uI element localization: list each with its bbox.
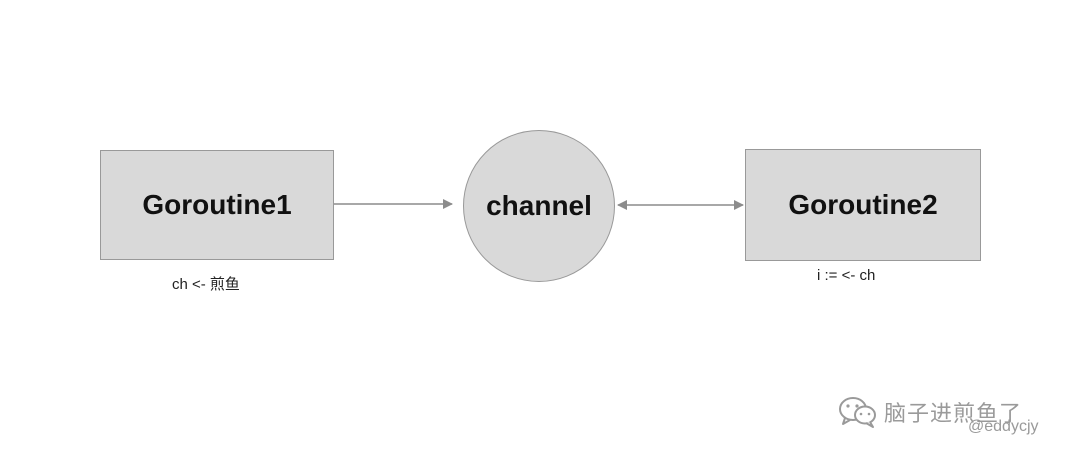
watermark-text: 脑子进煎鱼了	[884, 401, 1023, 426]
wechat-icon	[839, 397, 876, 428]
goroutine1-label: Goroutine1	[142, 189, 292, 220]
goroutine2-node: Goroutine2	[745, 149, 981, 261]
goroutine2-caption: i := <- ch	[817, 267, 876, 284]
watermark: 脑子进煎鱼了	[838, 395, 1022, 429]
channel-label: channel	[486, 190, 592, 221]
goroutine2-label: Goroutine2	[788, 189, 938, 220]
goroutine1-caption: ch <- 煎鱼	[172, 276, 240, 293]
goroutine1-node: Goroutine1	[100, 150, 334, 260]
channel-node: channel	[463, 130, 615, 282]
watermark-handle: @eddycjy	[968, 418, 1039, 435]
